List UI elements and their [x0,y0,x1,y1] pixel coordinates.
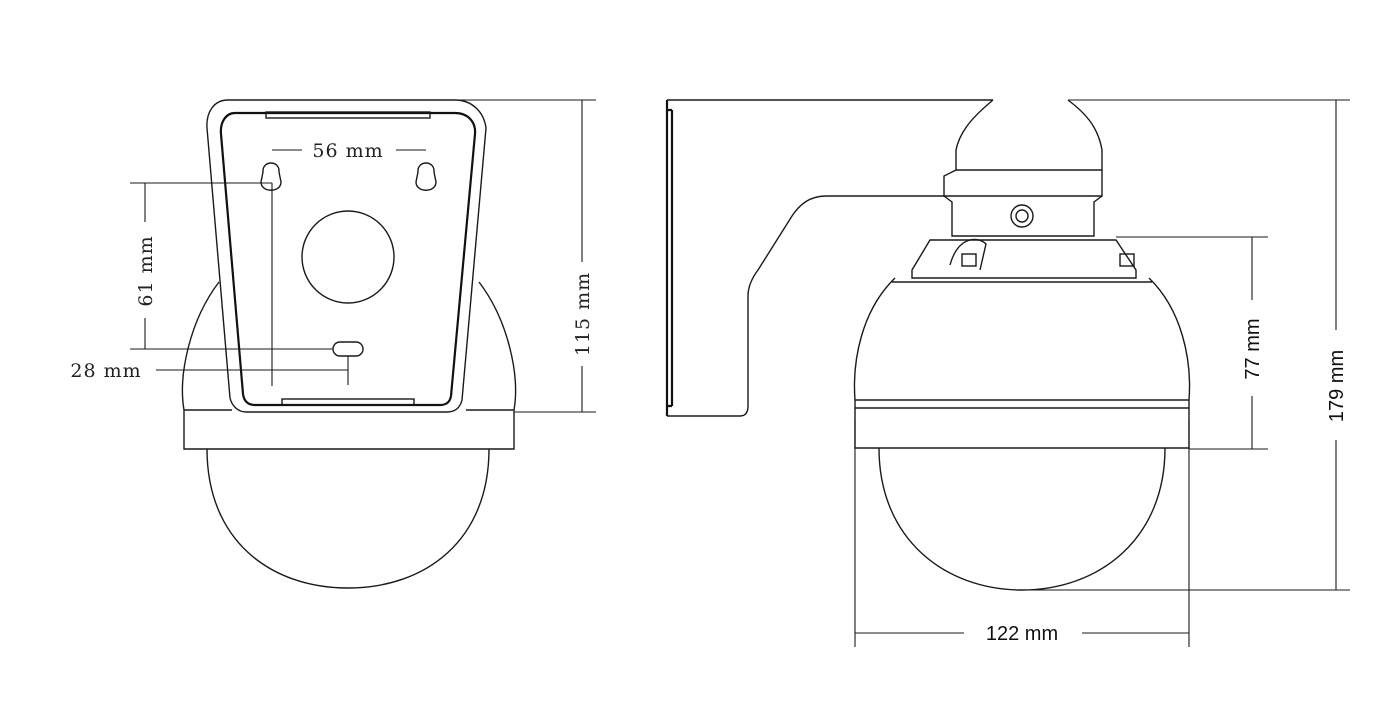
bracket-plate-outer [206,99,487,413]
dim-label-camera-height: 77 mm [1242,318,1264,379]
keyhole-slot-left [260,162,282,191]
collar-screw [1010,204,1034,228]
dim-label-total-height: 179 mm [1326,350,1348,422]
cable-hole [301,210,395,304]
side-dome-lens [878,447,1166,591]
pendant-cap [955,99,1103,171]
front-view: 56 mm 61 mm 28 mm 115 mm [70,99,596,589]
latch-right [1119,253,1135,267]
dim-label-hole-offset: 28 mm [70,360,141,382]
wall-plate [665,100,674,416]
oval-mounting-hole [332,341,364,357]
front-dome-lens [206,448,490,589]
dim-label-width: 122 mm [986,623,1058,645]
collar [943,195,1103,237]
dim-label-slot-spacing: 56 mm [312,140,383,162]
mounting-arm [667,99,993,417]
front-dome-housing [181,281,517,450]
side-dome-housing [853,277,1191,449]
side-view: 77 mm 179 mm 122 mm [665,99,1350,647]
dim-label-bracket-height: 115 mm [572,272,594,356]
housing-top [911,239,1137,279]
dim-label-slot-height: 61 mm [135,235,157,306]
bracket-plate-inner [219,111,477,407]
latch-left [949,238,987,271]
keyhole-slot-right [415,162,437,191]
